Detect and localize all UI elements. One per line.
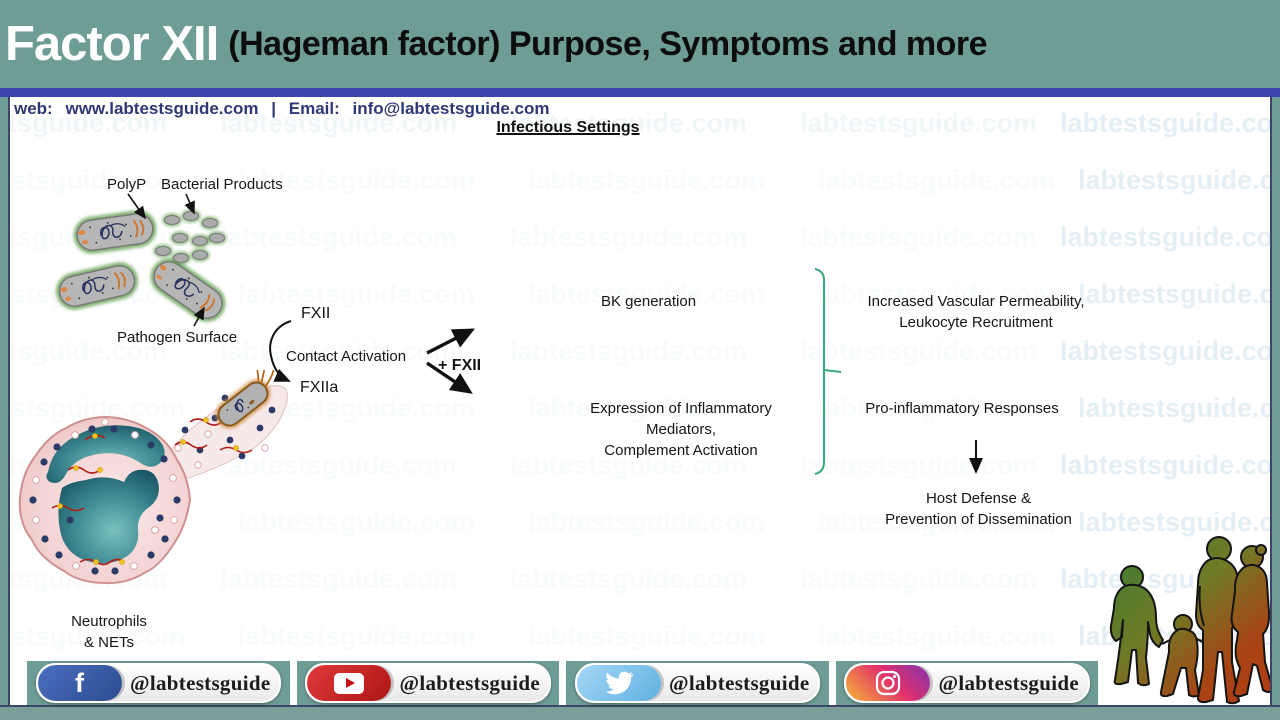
label-fxiia: FXIIa (300, 379, 339, 396)
watermark-text: labtestsguide.com (510, 222, 748, 252)
contact-divider: | (271, 99, 276, 118)
label-pathogen-surface: Pathogen Surface (117, 329, 238, 346)
facebook-badge[interactable]: f @labtestsguide (35, 663, 281, 703)
watermark-text: labtestsguide.com (1060, 450, 1280, 480)
web-url: www.labtestsguide.com (65, 99, 259, 118)
watermark-text: labtestsguide.com (220, 222, 458, 252)
watermark-text: labtestsguide.com (510, 564, 748, 594)
web-label: web: (14, 99, 53, 118)
instagram-handle: @labtestsguide (938, 670, 1079, 695)
header-divider-bar (0, 88, 1280, 97)
watermark-text: labtestsguide.com (238, 393, 476, 423)
page-title-main: Factor XII (5, 17, 219, 71)
social-cell-instagram: @labtestsguide (835, 661, 1098, 705)
watermark-text: labtestsguide.com (0, 621, 186, 651)
email-label: Email: (288, 99, 340, 118)
watermark-text: labtestsguide.com (0, 450, 168, 480)
watermark-text: labtestsguide.com (1078, 621, 1280, 651)
label-increased-permeability: Increased Vascular Permeability, Leukocy… (867, 293, 1085, 331)
watermark-text: labtestsguide.com (238, 279, 476, 309)
watermark-text: labtestsguide.com (800, 564, 1038, 594)
social-cell-facebook: f @labtestsguide (27, 661, 290, 705)
youtube-handle: @labtestsguide (399, 670, 540, 695)
watermark-text: labtestsguide.com (818, 279, 1056, 309)
watermark-text: labtestsguide.com (238, 621, 476, 651)
watermark-text: labtestsguide.com (818, 621, 1056, 651)
instagram-badge[interactable]: @labtestsguide (844, 663, 1090, 703)
watermark-text: labtestsguide.com (510, 336, 748, 366)
label-fxii: FXII (301, 305, 331, 322)
youtube-badge[interactable]: @labtestsguide (305, 663, 551, 703)
watermark-text: labtestsguide.com (0, 279, 186, 309)
page-title-rest: (Hageman factor) Purpose, Symptoms and m… (228, 24, 988, 63)
frame-border-left (0, 97, 10, 720)
frame-border-bottom (0, 705, 1280, 720)
label-bacterial-products: Bacterial Products (161, 176, 283, 193)
watermark-text: labtestsguide.com (220, 450, 458, 480)
frame-border-right (1270, 97, 1280, 720)
watermark-text: labtestsguide.com (800, 336, 1038, 366)
watermark-text: labtestsguide.com (1078, 507, 1280, 537)
twitter-handle: @labtestsguide (669, 670, 810, 695)
label-host-defense: Host Defense & Prevention of Disseminati… (885, 490, 1072, 528)
label-pro-inflammatory: Pro-inflammatory Responses (865, 400, 1059, 417)
twitter-bird-icon (576, 665, 661, 701)
email-value: info@labtestsguide.com (352, 99, 550, 118)
section-title: Infectious Settings (496, 119, 640, 136)
twitter-badge[interactable]: @labtestsguide (574, 663, 820, 703)
contact-bar: web: www.labtestsguide.com | Email: info… (14, 99, 558, 119)
watermark-text: labtestsguide.com (800, 222, 1038, 252)
watermark-text: labtestsguide.com (1060, 564, 1280, 594)
watermark-text: labtestsguide.com (800, 450, 1038, 480)
instagram-camera-icon (846, 665, 930, 701)
label-bk-generation: BK generation (601, 293, 697, 310)
watermark-text: labtestsguide.com (0, 336, 168, 366)
watermark-text: labtestsguide.com (0, 507, 186, 537)
social-cell-youtube: @labtestsguide (296, 661, 559, 705)
watermark-text: labtestsguide.com (528, 279, 766, 309)
watermark-text: labtestsguide.com (528, 621, 766, 651)
watermark-text: labtestsguide.com (818, 393, 1056, 423)
watermark-text: labtestsguide.com (238, 507, 476, 537)
watermark-text: labtestsguide.com (528, 165, 766, 195)
watermark-text: labtestsguide.com (1060, 336, 1280, 366)
watermark-text: labtestsguide.com (510, 108, 748, 138)
watermark-text: labtestsguide.com (0, 165, 186, 195)
watermark-text: labtestsguide.com (1060, 108, 1280, 138)
watermark-text: labtestsguide.com (818, 165, 1056, 195)
watermark-text: labtestsguide.com (0, 108, 168, 138)
watermark-text: labtestsguide.com (528, 507, 766, 537)
label-plus-fxii: + FXII (438, 357, 482, 374)
watermark-text: labtestsguide.com (0, 393, 186, 423)
label-expression: Expression of Inflammatory Mediators, Co… (590, 400, 772, 459)
label-polyp: PolyP (107, 176, 147, 193)
youtube-icon (307, 665, 391, 701)
watermark-text: labtestsguide.com (818, 507, 1056, 537)
social-band: f @labtestsguide @labtestsguide @labt (27, 661, 1098, 705)
watermark-text: labtestsguide.com (510, 450, 748, 480)
watermark-text: labtestsguide.com (220, 564, 458, 594)
watermark-text: labtestsguide.com (1078, 165, 1280, 195)
facebook-handle: @labtestsguide (130, 670, 271, 695)
watermark-text: labtestsguide.com (1060, 222, 1280, 252)
watermark-text: labtestsguide.com (1078, 279, 1280, 309)
social-cell-twitter: @labtestsguide (566, 661, 829, 705)
watermark-text: labtestsguide.com (800, 108, 1038, 138)
label-neutrophils-nets: Neutrophils & NETs (71, 613, 147, 651)
watermark-text: labtestsguide.com (220, 336, 458, 366)
label-contact-activation: Contact Activation (286, 348, 407, 365)
watermark-text: labtestsguide.com (1078, 393, 1280, 423)
watermark-text: labtestsguide.com (0, 222, 168, 252)
watermark-text: labtestsguide.com (0, 564, 168, 594)
page-header: Factor XII (Hageman factor) Purpose, Sym… (0, 0, 1280, 88)
facebook-icon: f (37, 665, 122, 701)
watermark-text: labtestsguide.com (238, 165, 476, 195)
watermark-text: labtestsguide.com (528, 393, 766, 423)
watermark-text: labtestsguide.com (220, 108, 458, 138)
